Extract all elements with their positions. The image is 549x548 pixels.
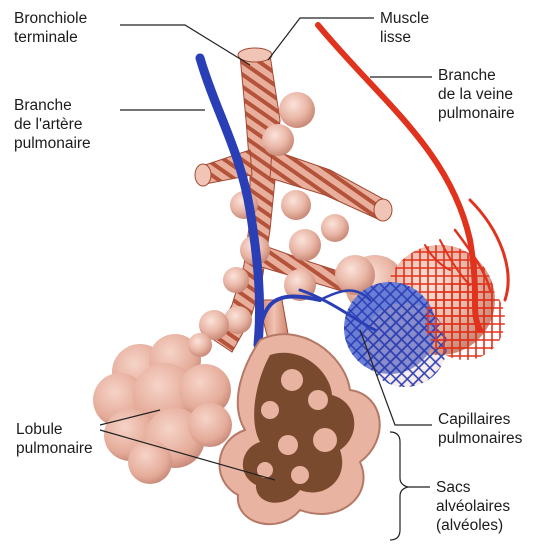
- label-line: pulmonaires: [438, 429, 522, 448]
- label-line: alvéolaires: [436, 497, 510, 516]
- label-lobule-pulmonaire: Lobule pulmonaire: [16, 420, 93, 458]
- label-bronchiole-terminale: Bronchiole terminale: [14, 9, 87, 47]
- label-capillaires-pulmonaires: Capillaires pulmonaires: [438, 410, 522, 448]
- label-veine-pulmonaire: Branche de la veine pulmonaire: [438, 66, 515, 123]
- label-line: Bronchiole: [14, 9, 87, 28]
- label-line: lisse: [380, 28, 429, 47]
- label-sacs-alveolaires: Sacs alvéolaires (alvéoles): [436, 478, 510, 535]
- label-muscle-lisse: Muscle lisse: [380, 9, 429, 47]
- label-line: Sacs: [436, 478, 510, 497]
- label-line: pulmonaire: [16, 439, 93, 458]
- alveolar-sacs: [220, 334, 380, 524]
- label-line: Branche: [438, 66, 515, 85]
- label-line: (alvéoles): [436, 516, 510, 535]
- label-line: Branche: [14, 96, 91, 115]
- label-line: Muscle: [380, 9, 429, 28]
- label-line: de l'artère: [14, 115, 91, 134]
- label-line: de la veine: [438, 85, 515, 104]
- label-artere-pulmonaire: Branche de l'artère pulmonaire: [14, 96, 91, 153]
- label-line: pulmonaire: [14, 134, 91, 153]
- label-line: Lobule: [16, 420, 93, 439]
- label-line: pulmonaire: [438, 104, 515, 123]
- label-line: Capillaires: [438, 410, 522, 429]
- label-line: terminale: [14, 28, 87, 47]
